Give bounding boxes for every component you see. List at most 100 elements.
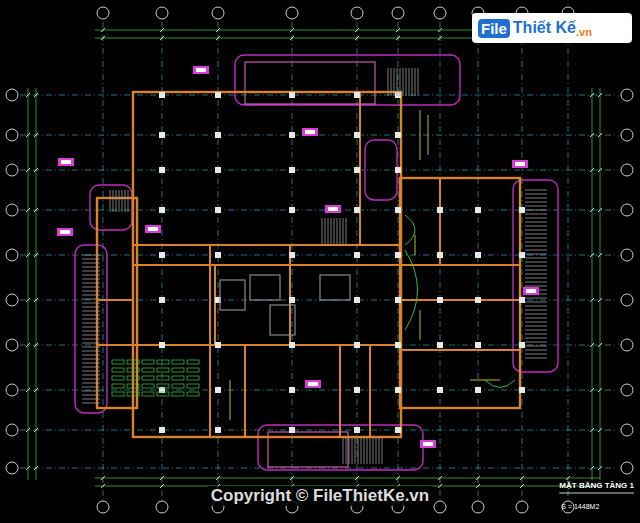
dimension-tick: [438, 484, 442, 488]
dimension-tick: [598, 133, 602, 137]
stair-tread: [370, 438, 371, 464]
stair-tread: [82, 315, 100, 316]
stair-tread: [412, 68, 413, 96]
dimension-tick: [598, 253, 602, 257]
stair-tread: [82, 255, 100, 256]
stair-tread: [525, 206, 547, 207]
dimension-tick: [396, 28, 400, 32]
room-tag-fill: [423, 442, 433, 446]
seat-row: [172, 392, 184, 396]
area-note-holder: S = 1448M2: [561, 495, 599, 513]
grid-bubble: [6, 294, 18, 306]
dimension-tick: [476, 484, 480, 488]
dimension-tick: [290, 28, 294, 32]
column: [215, 252, 221, 258]
seat-row: [172, 376, 184, 380]
dimension-tick: [34, 343, 38, 347]
dimension-tick: [598, 388, 602, 392]
drawing-title-holder: MẶT BẰNG TẦNG 1: [559, 474, 634, 492]
dimension-line: [600, 88, 601, 480]
dimension-tick: [26, 93, 30, 97]
room-tag: [420, 440, 436, 448]
column: [354, 92, 360, 98]
stair-tread: [328, 218, 329, 244]
stair-tread: [128, 190, 129, 212]
seat-row: [127, 376, 139, 380]
stair-tread: [525, 234, 547, 235]
room-tag-frame: [305, 380, 321, 388]
grid-bubble: [6, 249, 18, 261]
dimension-tick: [598, 428, 602, 432]
column: [395, 252, 401, 258]
canopy-outline: [245, 62, 375, 104]
stair-tread: [82, 267, 100, 268]
stair-tread: [525, 214, 547, 215]
column: [289, 207, 295, 213]
stair-tread: [525, 350, 547, 351]
dimension-tick: [34, 253, 38, 257]
column: [159, 252, 165, 258]
dimension-tick: [216, 28, 220, 32]
stair-tread: [525, 358, 547, 359]
logo-mark-holder: File: [478, 19, 510, 38]
stair-tread: [525, 218, 547, 219]
stair-tread: [525, 266, 547, 267]
column: [475, 297, 481, 303]
grid-line: [20, 300, 618, 301]
column: [215, 132, 221, 138]
column: [395, 207, 401, 213]
stair-tread: [525, 198, 547, 199]
zone-outline: [365, 140, 397, 200]
column: [475, 342, 481, 348]
wall: [400, 349, 520, 351]
grid-bubble: [6, 164, 18, 176]
room-tag-fill: [308, 382, 318, 386]
dimension-tick: [34, 133, 38, 137]
dimension-tick: [355, 28, 359, 32]
grid-line: [20, 170, 618, 171]
column: [159, 132, 165, 138]
column: [519, 252, 525, 258]
dimension-tick: [438, 28, 442, 32]
room-tag-fill: [196, 68, 206, 72]
column: [289, 132, 295, 138]
stair-tread: [525, 286, 547, 287]
stair-tread: [82, 279, 100, 280]
stair-tread: [82, 319, 100, 320]
dimension-tick: [396, 36, 400, 40]
column: [354, 427, 360, 433]
seat-row: [172, 360, 184, 364]
stair-tread: [525, 278, 547, 279]
stair-tread: [525, 222, 547, 223]
room-tag-fill: [61, 160, 71, 164]
dimension-tick: [598, 298, 602, 302]
grid-bubble: [472, 501, 484, 513]
grid-bubble: [156, 501, 168, 513]
dimension-tick: [590, 298, 594, 302]
dimension-tick: [34, 208, 38, 212]
dimension-tick: [590, 93, 594, 97]
seat-row: [187, 376, 199, 380]
wall: [400, 299, 520, 301]
stair-tread: [116, 190, 117, 212]
column: [475, 252, 481, 258]
stair-tread: [82, 271, 100, 272]
stair-tread: [525, 346, 547, 347]
logo-mark: File: [478, 19, 510, 38]
stair-tread: [334, 218, 335, 244]
dimension-tick: [396, 476, 400, 480]
seat-row: [142, 376, 154, 380]
stair-tread: [525, 238, 547, 239]
stair-tread: [525, 298, 547, 299]
stair-tread: [82, 399, 100, 400]
room-tag-frame: [57, 228, 73, 236]
grid-bubble: [621, 204, 633, 216]
column: [354, 297, 360, 303]
room-tag-frame: [302, 128, 318, 136]
dimension-tick: [355, 476, 359, 480]
stair-tread: [525, 250, 547, 251]
dimension-tick: [101, 484, 105, 488]
stair-tread: [113, 190, 114, 212]
column: [215, 342, 221, 348]
wall: [133, 264, 520, 266]
